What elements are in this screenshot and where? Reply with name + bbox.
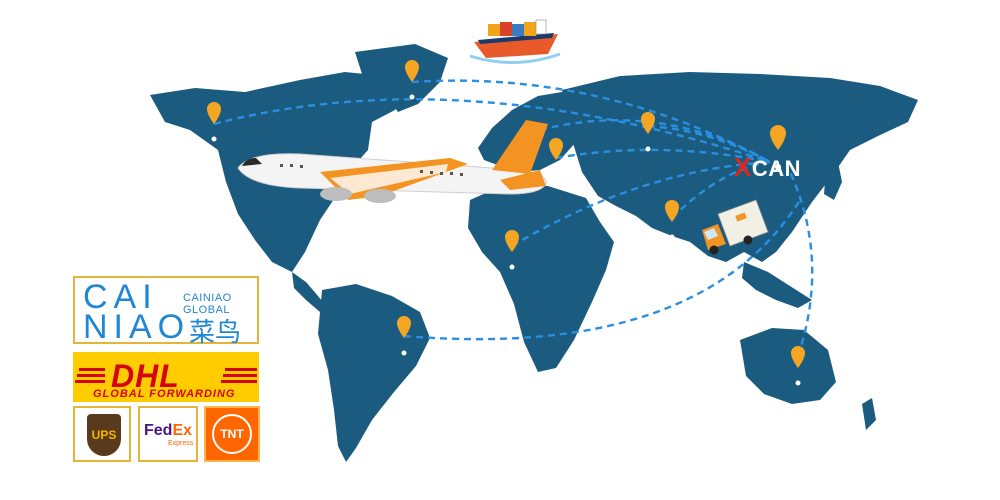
ups-shield-icon — [87, 414, 121, 456]
delivery-truck-icon — [702, 199, 769, 255]
pin-dot — [401, 350, 407, 356]
dhl-logo: DHL GLOBAL FORWARDING — [73, 352, 259, 402]
route-greenland — [411, 79, 771, 164]
hub-code: CAN — [751, 156, 802, 181]
route-europe-2 — [555, 148, 771, 164]
pin-dot — [795, 380, 801, 386]
map-pin-icon — [791, 346, 805, 368]
africa — [468, 184, 614, 372]
route-canada — [213, 98, 771, 164]
route-india — [671, 160, 771, 219]
map-pin-icon — [641, 112, 655, 134]
route-brazil — [403, 199, 802, 341]
new-zealand — [862, 398, 876, 430]
dhl-tagline: GLOBAL FORWARDING — [93, 388, 236, 400]
southeast-asia — [742, 262, 812, 308]
route-africa — [511, 160, 771, 248]
pin-dot — [775, 164, 781, 170]
fedex-ex: Ex — [172, 422, 193, 439]
tnt-logo: TNT — [204, 406, 260, 462]
location-pins — [207, 60, 805, 386]
japan — [824, 162, 842, 200]
pin-dot — [211, 136, 217, 142]
shipping-routes — [213, 79, 814, 357]
map-pin-icon — [207, 102, 221, 124]
tnt-wordmark: TNT — [220, 427, 244, 441]
central-america — [292, 272, 326, 312]
continents — [150, 44, 918, 462]
ups-wordmark: UPS — [91, 428, 117, 442]
cainiao-row2: NIAO — [83, 308, 191, 346]
fedex-fed: Fed — [144, 422, 173, 439]
map-pin-icon — [665, 200, 679, 222]
cainiao-chinese-name: 菜鸟 — [189, 318, 242, 348]
dhl-wordmark: DHL — [111, 358, 180, 394]
cainiao-row1: CAI — [83, 278, 158, 316]
fedex-logo: FedEx Express — [138, 406, 198, 462]
route-russia — [647, 124, 771, 164]
map-pin-icon — [505, 230, 519, 252]
map-pin-icon — [549, 138, 563, 160]
pin-dot — [509, 264, 515, 270]
cainiao-english-name: CAINIAO GLOBAL — [183, 292, 232, 316]
cainiao-logo: CAI NIAO CAINIAO GLOBAL 菜鸟 — [73, 276, 259, 348]
hub-x-mark: X — [734, 152, 752, 182]
south-america — [318, 284, 430, 462]
hub-label: XCAN — [734, 152, 801, 183]
cargo-ship-icon — [469, 19, 561, 64]
airplane-icon — [237, 120, 548, 203]
map-pin-icon — [405, 60, 419, 82]
dhl-speed-stripes — [75, 368, 257, 383]
greenland — [355, 44, 448, 112]
pin-dot — [669, 234, 675, 240]
fedex-wordmark: FedEx — [144, 422, 192, 440]
australia — [740, 328, 836, 404]
pin-dot — [553, 172, 559, 178]
map-pin-icon — [770, 125, 786, 150]
tnt-ring-icon — [212, 414, 252, 454]
pin-dot — [645, 146, 651, 152]
pin-dot — [409, 94, 415, 100]
map-pin-icon — [397, 316, 411, 338]
fedex-express: Express — [168, 440, 194, 447]
ups-logo: UPS — [73, 406, 131, 462]
